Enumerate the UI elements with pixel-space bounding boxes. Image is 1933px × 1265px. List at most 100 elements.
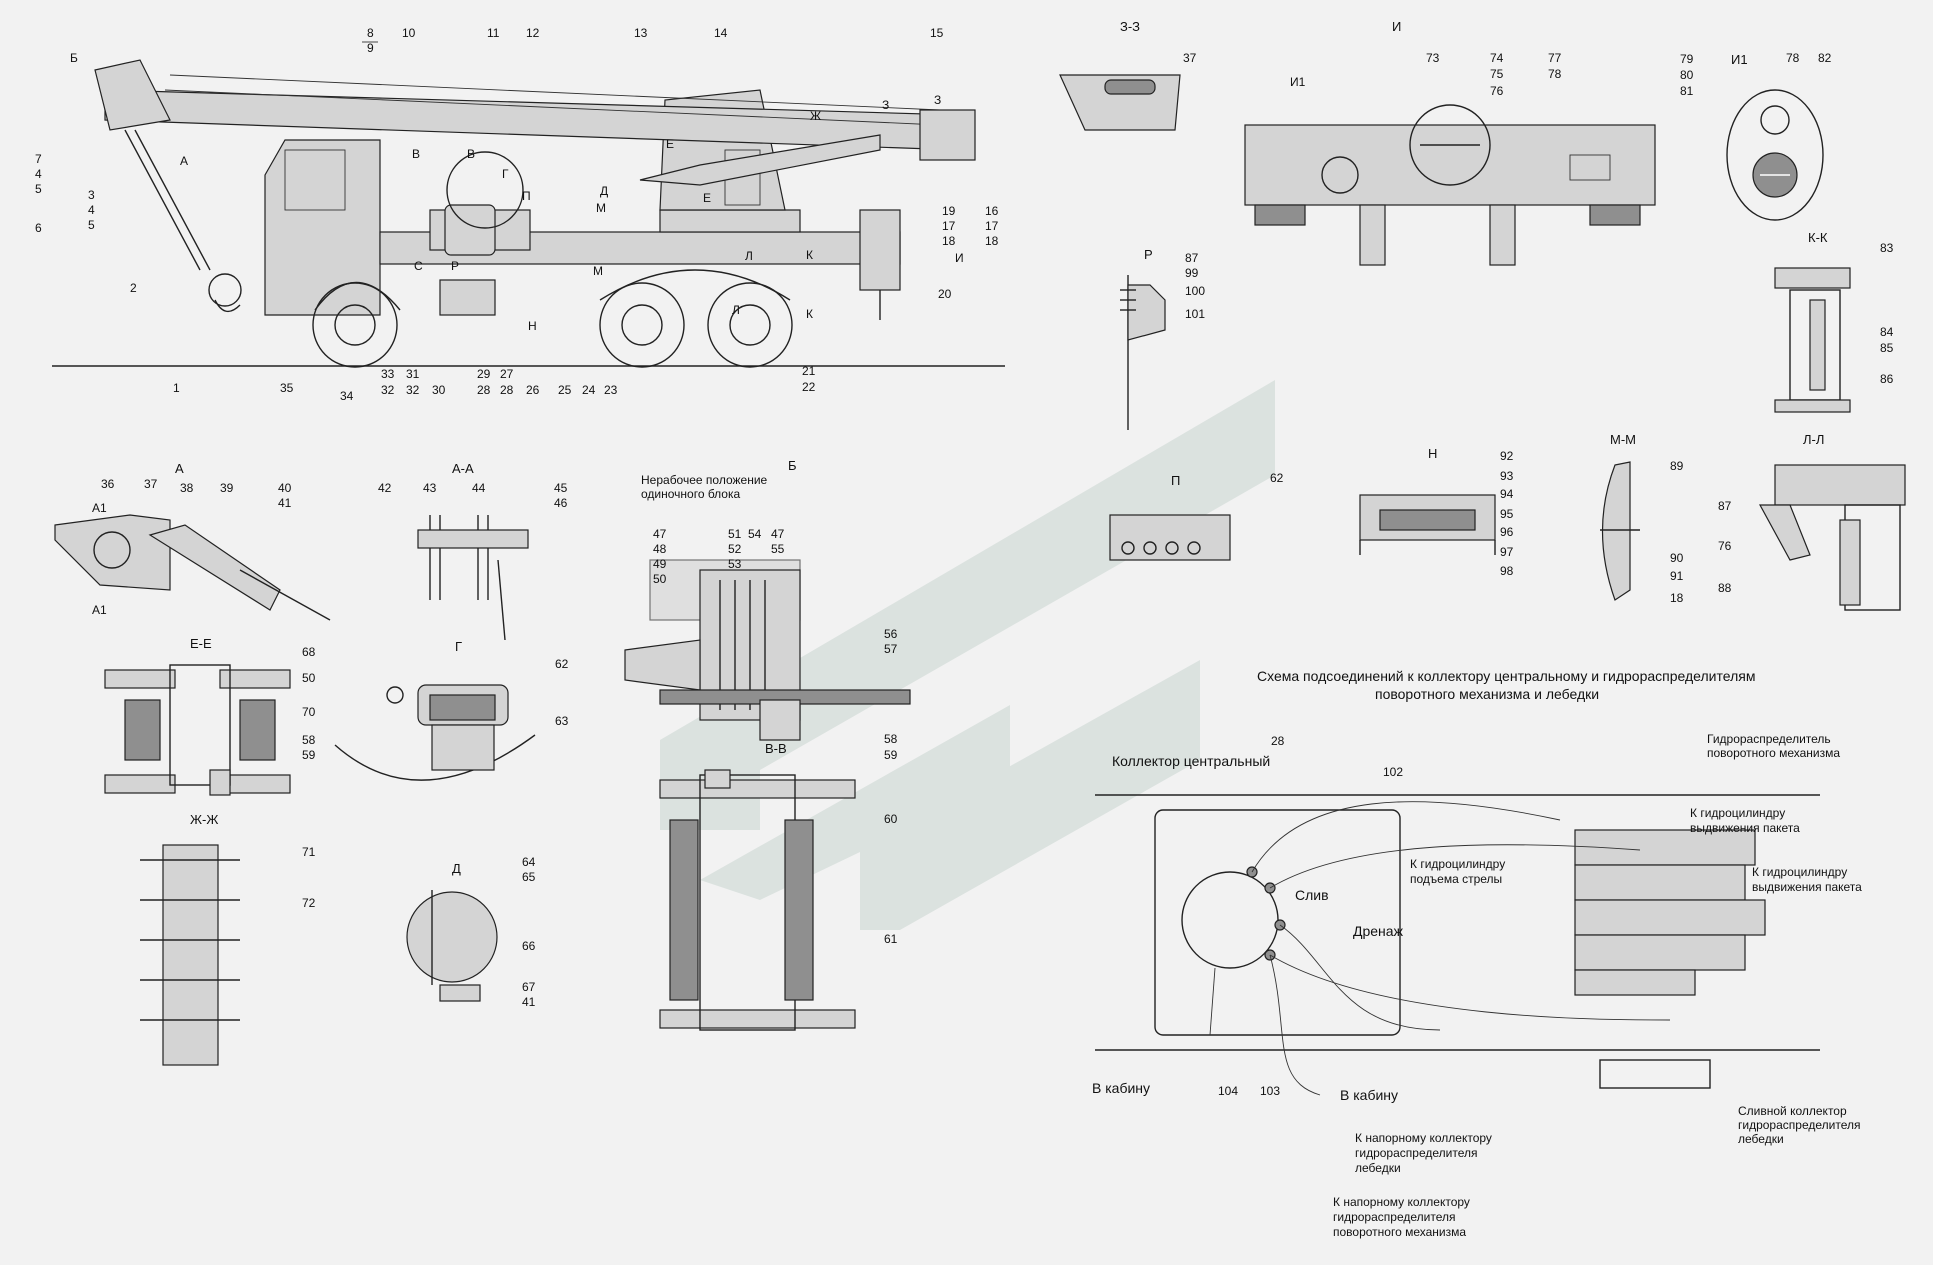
view-i1-title: И1: [1731, 52, 1748, 67]
callout-94: 94: [1500, 487, 1514, 501]
label-lift-cyl-a: К гидроцилиндру: [1410, 857, 1505, 871]
callout-88: 88: [1718, 581, 1732, 595]
callout-28b: 28: [500, 383, 514, 397]
callout-43: 43: [423, 481, 437, 495]
scheme-title-line-1: Схема подсоединений к коллектору централ…: [1257, 668, 1755, 684]
crane-callouts: 8 9 10 11 12 13 14 15 7 4 5 3 4 5 6 2 1 …: [35, 26, 999, 403]
view-i: И 73 74 75 76 77 78 И1: [1244, 19, 1656, 266]
callout-13: 13: [634, 26, 648, 40]
callout-63: 63: [555, 714, 569, 728]
mark-n: Н: [528, 319, 537, 333]
callout-26: 26: [526, 383, 540, 397]
callout-10: 10: [402, 26, 416, 40]
callout-72: 72: [302, 896, 316, 910]
mark-l2: Л: [732, 303, 740, 317]
watermark-logo: [660, 380, 1275, 930]
callout-87b: 87: [1718, 499, 1732, 513]
view-aa-title: А-А: [452, 461, 474, 476]
view-i1: И1 79 80 81 78 82: [1680, 51, 1832, 221]
label-drainage: Дренаж: [1353, 923, 1404, 939]
callout-57: 57: [884, 642, 898, 656]
mark-k2: К: [806, 307, 813, 321]
label-winch-press-1: К напорному коллектору: [1355, 1131, 1492, 1145]
label-winch-drain-1: Сливной коллектор: [1738, 1104, 1847, 1118]
mark-e1: Е: [666, 137, 674, 151]
view-g-title: Г: [455, 639, 462, 654]
detail-b2: Б Нерабочее положение одиночного блока 4…: [624, 458, 911, 741]
view-n: Н 92 93 94 95 96 97 98: [1359, 446, 1514, 578]
view-kk-title: К-К: [1808, 230, 1828, 245]
callout-80: 80: [1680, 68, 1694, 82]
callout-4b: 4: [88, 203, 95, 217]
detail-d: Д 64 65 66 67 41: [406, 855, 536, 1009]
callout-77: 77: [1548, 51, 1562, 65]
detail-p: П 62: [1109, 471, 1284, 561]
callout-2: 2: [130, 281, 137, 295]
label-winch-drain-3: лебедки: [1738, 1132, 1784, 1146]
callout-55: 55: [771, 542, 785, 556]
mark-a: А: [180, 154, 188, 168]
callout-32b: 32: [406, 383, 420, 397]
callout-56: 56: [884, 627, 898, 641]
callout-8: 8: [367, 26, 374, 40]
section-ll: Л-Л 87 76 88: [1718, 432, 1906, 611]
view-a-title: А: [175, 461, 184, 476]
callout-104: 104: [1218, 1084, 1238, 1098]
callout-21: 21: [802, 364, 816, 378]
callout-90: 90: [1670, 551, 1684, 565]
callout-82: 82: [1818, 51, 1832, 65]
mark-i: И: [955, 251, 964, 265]
mark-e2: Е: [703, 191, 711, 205]
callout-79: 79: [1680, 52, 1694, 66]
mark-p: П: [522, 189, 531, 203]
mark-g: Г: [502, 167, 509, 181]
callout-36: 36: [101, 477, 115, 491]
mark-a1-bottom: А1: [92, 603, 107, 617]
mark-m1: М: [596, 201, 606, 215]
label-tele-cyl-1b: выдвижения пакета: [1690, 821, 1800, 835]
callout-71: 71: [302, 845, 316, 859]
mark-r: Р: [451, 259, 459, 273]
callout-27: 27: [500, 367, 514, 381]
mark-k1: К: [806, 248, 813, 262]
mark-d: Д: [600, 184, 608, 198]
callout-12: 12: [526, 26, 540, 40]
mark-v2: В: [467, 147, 475, 161]
mark-z2: З: [934, 93, 941, 107]
callout-85: 85: [1880, 341, 1894, 355]
callout-42: 42: [378, 481, 392, 495]
view-b2-title: Б: [788, 458, 797, 473]
mark-b: Б: [70, 51, 78, 65]
callout-59b: 59: [884, 748, 898, 762]
section-mm: М-М 89 90 91 18: [1600, 432, 1684, 605]
callout-19: 19: [942, 204, 956, 218]
section-kk: К-К 83 84 85 86: [1774, 230, 1894, 413]
callout-40: 40: [278, 481, 292, 495]
label-to-cab-2: В кабину: [1340, 1087, 1398, 1103]
callout-31: 31: [406, 367, 420, 381]
callout-50: 50: [653, 572, 667, 586]
callout-74: 74: [1490, 51, 1504, 65]
scheme-title-line-2: поворотного механизма и лебедки: [1375, 686, 1599, 702]
callout-99: 99: [1185, 266, 1199, 280]
section-ee: Е-Е 68 50 70 58 59: [104, 636, 316, 796]
hydraulic-scheme: Схема подсоединений к коллектору централ…: [1092, 668, 1862, 1239]
callout-34: 34: [340, 389, 354, 403]
callout-37b: 37: [1183, 51, 1197, 65]
label-tele-cyl-2a: К гидроцилиндру: [1752, 865, 1847, 879]
mark-a1-top: А1: [92, 501, 107, 515]
callout-32: 32: [381, 383, 395, 397]
label-winch-press-3: лебедки: [1355, 1161, 1401, 1175]
callout-48: 48: [653, 542, 667, 556]
callout-51: 51: [728, 527, 742, 541]
callout-78b: 78: [1786, 51, 1800, 65]
callout-81: 81: [1680, 84, 1694, 98]
mark-v1: В: [412, 147, 420, 161]
view-p-title: П: [1171, 473, 1180, 488]
callout-89: 89: [1670, 459, 1684, 473]
callout-38: 38: [180, 481, 194, 495]
detail-aa: А-А 42 43 44 45 46: [378, 461, 568, 641]
callout-64: 64: [522, 855, 536, 869]
label-tele-cyl-1a: К гидроцилиндру: [1690, 806, 1785, 820]
callout-29: 29: [477, 367, 491, 381]
